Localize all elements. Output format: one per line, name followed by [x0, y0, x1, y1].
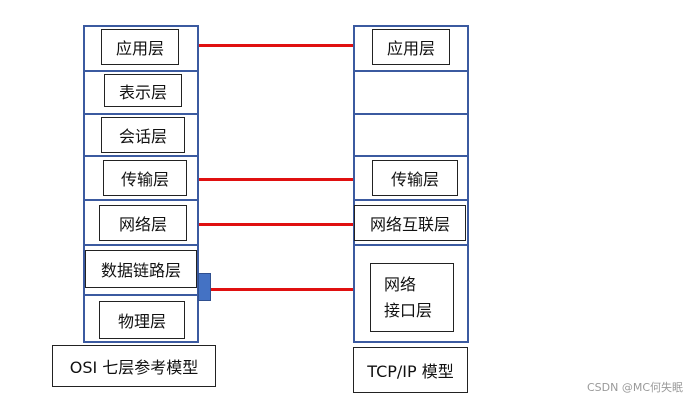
osi-application-layer: 应用层	[101, 29, 179, 65]
tcpip-divider	[355, 199, 467, 201]
osi-transport-layer: 传输层	[103, 160, 187, 196]
osi-network-layer: 网络层	[99, 205, 187, 241]
tcpip-network-access-line2: 接口层	[384, 300, 433, 320]
tcpip-caption: TCP/IP 模型	[353, 347, 468, 393]
link-line-network	[199, 223, 353, 226]
osi-divider	[85, 244, 197, 246]
tcpip-divider	[355, 113, 467, 115]
link-line-application	[199, 44, 353, 47]
tcpip-divider	[355, 244, 467, 246]
tcpip-divider	[355, 70, 467, 72]
osi-caption: OSI 七层参考模型	[52, 345, 216, 387]
tcpip-divider	[355, 155, 467, 157]
tcpip-transport-layer: 传输层	[372, 160, 458, 196]
tcpip-application-layer: 应用层	[372, 29, 450, 65]
osi-divider	[85, 199, 197, 201]
osi-divider	[85, 294, 197, 296]
osi-divider	[85, 70, 197, 72]
link-line-data-link	[211, 288, 353, 291]
tcpip-network-access-line1: 网络	[384, 274, 417, 294]
osi-divider	[85, 155, 197, 157]
tcpip-internet-layer: 网络互联层	[354, 205, 466, 241]
link-line-transport	[199, 178, 353, 181]
osi-session-layer: 会话层	[101, 117, 185, 153]
osi-data-link-layer: 数据链路层	[85, 250, 197, 288]
tcpip-network-access-layer: 网络 接口层	[370, 263, 454, 332]
watermark: CSDN @MC何失眠	[586, 381, 683, 394]
osi-presentation-layer: 表示层	[104, 74, 182, 107]
connector-block	[198, 273, 211, 301]
osi-physical-layer: 物理层	[99, 301, 185, 339]
osi-divider	[85, 113, 197, 115]
